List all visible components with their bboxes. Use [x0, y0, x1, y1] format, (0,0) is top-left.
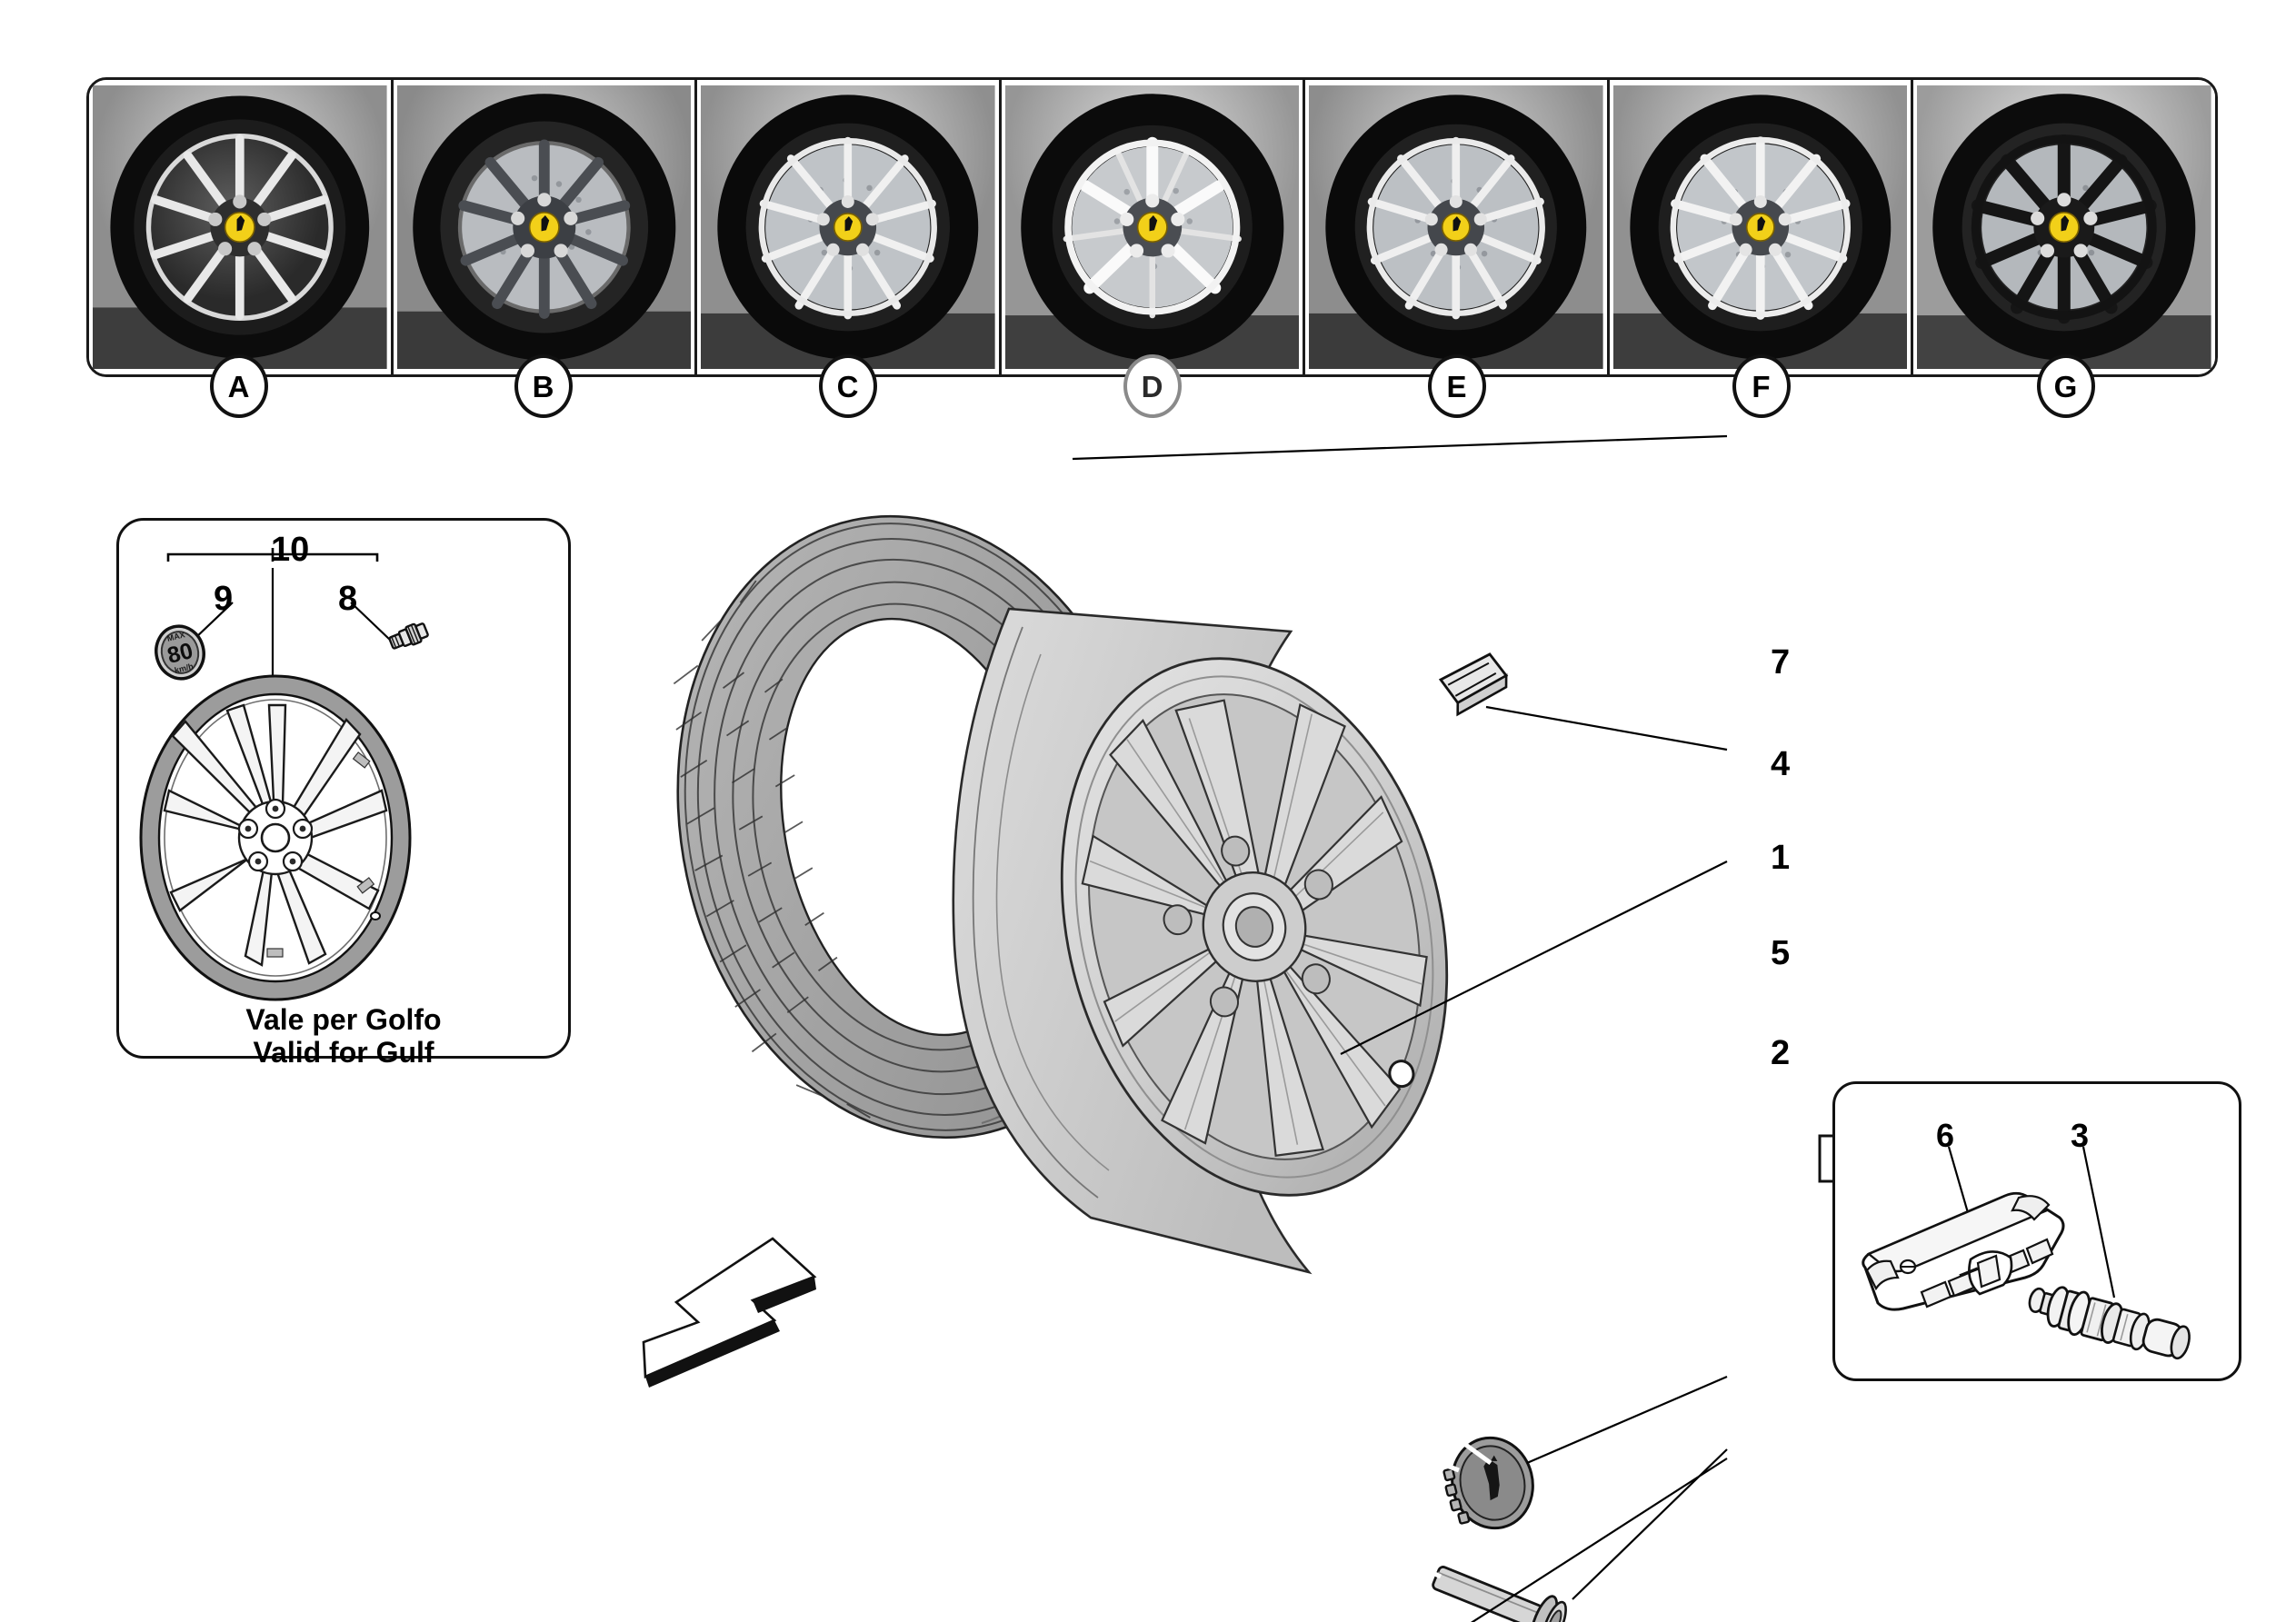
callout-number-2[interactable]: 2: [1771, 1034, 1791, 1072]
badge-label-b: B: [532, 369, 554, 403]
callout-number-4[interactable]: 4: [1771, 745, 1791, 783]
letter-slot-g: G: [1913, 350, 2218, 423]
wheel-photo-panel-c[interactable]: [697, 80, 1002, 374]
wheel-variant-badge-c[interactable]: C: [818, 354, 877, 418]
main-exploded-wheel-drawing: [673, 434, 1728, 1622]
gulf-box-contents: MAX 80 km/h: [139, 548, 429, 1001]
gulf-caption-italian: Vale per Golfo: [245, 1003, 442, 1036]
tyre-valve-icon: [388, 622, 429, 650]
letter-slot-a: A: [86, 350, 391, 423]
callout-number-3[interactable]: 3: [2071, 1117, 2090, 1154]
tpms-inset-contents: [1818, 1134, 2191, 1360]
badge-label-f: F: [1752, 369, 1771, 403]
letter-slot-b: B: [391, 350, 695, 423]
direction-of-rotation-arrow: [642, 1237, 817, 1388]
lead-line-5: [1526, 1375, 1728, 1465]
wheel-photo-b: [396, 85, 692, 369]
wheel-rim-icon: [952, 607, 1449, 1275]
wheel-variant-badge-b[interactable]: B: [514, 354, 573, 418]
balance-weight-icon: [1438, 652, 1509, 717]
bracket-right-half: [273, 552, 379, 562]
valve-hole: [1388, 1060, 1415, 1089]
lead-line-8: [350, 602, 392, 642]
badge-label-g: G: [2053, 369, 2078, 403]
callout-number-1[interactable]: 1: [1771, 839, 1791, 877]
callout-number-8[interactable]: 8: [338, 580, 358, 618]
lead-line-1: [1340, 861, 1728, 1055]
letter-slot-e: E: [1304, 350, 1609, 423]
callout-number-5[interactable]: 5: [1771, 934, 1791, 972]
wheel-photo-f: [1612, 85, 1908, 369]
wheel-photo-panel-e[interactable]: [1305, 80, 1610, 374]
lead-line-9: [194, 602, 234, 640]
wheel-variant-letter-row: A B C D E F G: [86, 350, 2218, 423]
wheel-variant-badge-a[interactable]: A: [209, 354, 268, 418]
wheel-photo-e: [1309, 85, 1603, 369]
wheel-variant-badge-e[interactable]: E: [1427, 354, 1486, 418]
lead-line-7: [1072, 434, 1728, 461]
lead-line-2a: [1572, 1448, 1728, 1600]
callout-number-9[interactable]: 9: [214, 580, 234, 618]
gulf-box-caption: Vale per Golfo Valid for Gulf: [116, 1003, 571, 1070]
letter-slot-f: F: [1609, 350, 1913, 423]
wheel-photo-panel-g[interactable]: [1913, 80, 2215, 374]
lead-line-4: [1485, 705, 1728, 751]
wheel-photo-g: [1917, 85, 2212, 369]
gulf-caption-english: Valid for Gulf: [253, 1035, 434, 1069]
wheel-photo-panel-f[interactable]: [1609, 80, 1914, 374]
max-speed-badge-icon: MAX 80 km/h: [155, 624, 205, 681]
badge-label-a: A: [227, 369, 250, 403]
bracket-left-half: [166, 552, 275, 562]
sensor-valve-stem-icon: [2028, 1286, 2191, 1360]
wheel-variant-photo-strip: [86, 77, 2218, 377]
callout-number-7[interactable]: 7: [1771, 643, 1791, 682]
wheel-variant-badge-d[interactable]: D: [1123, 354, 1182, 418]
wheel-photo-a: [93, 85, 387, 369]
callout-number-10[interactable]: 10: [271, 531, 310, 569]
callout-number-6[interactable]: 6: [1936, 1117, 1955, 1154]
badge-text-value: 80: [165, 638, 195, 669]
wheel-photo-c: [701, 85, 995, 369]
wheel-variant-badge-f[interactable]: F: [1732, 354, 1791, 418]
badge-text-unit: km/h: [174, 662, 195, 675]
lead-line-3: [2081, 1146, 2116, 1299]
centre-cap-icon: [1442, 1436, 1534, 1530]
wheel-bolt-icon: [1432, 1566, 1567, 1622]
wheel-photo-panel-b[interactable]: [393, 80, 698, 374]
wheel-photo-panel-a[interactable]: [89, 80, 394, 374]
badge-label-c: C: [836, 369, 859, 403]
spare-wheel-icon: [139, 674, 412, 1001]
main-lead-lines: [1072, 434, 1728, 1622]
wheel-photo-d: [1004, 85, 1300, 369]
badge-label-e: E: [1446, 369, 1467, 403]
rim-pointer-strokes: [1153, 1288, 1492, 1579]
badge-text-max: MAX: [166, 630, 186, 643]
letter-slot-d: D: [1000, 350, 1304, 423]
wheel-photo-panel-d[interactable]: [1001, 80, 1306, 374]
letter-slot-c: C: [695, 350, 1000, 423]
badge-label-d: D: [1141, 369, 1163, 403]
tpms-sensor-icon: [1862, 1191, 2065, 1311]
lead-line-6: [1947, 1146, 1971, 1217]
wheel-variant-badge-g[interactable]: G: [2036, 354, 2095, 418]
lead-line-2b: [1470, 1458, 1728, 1622]
